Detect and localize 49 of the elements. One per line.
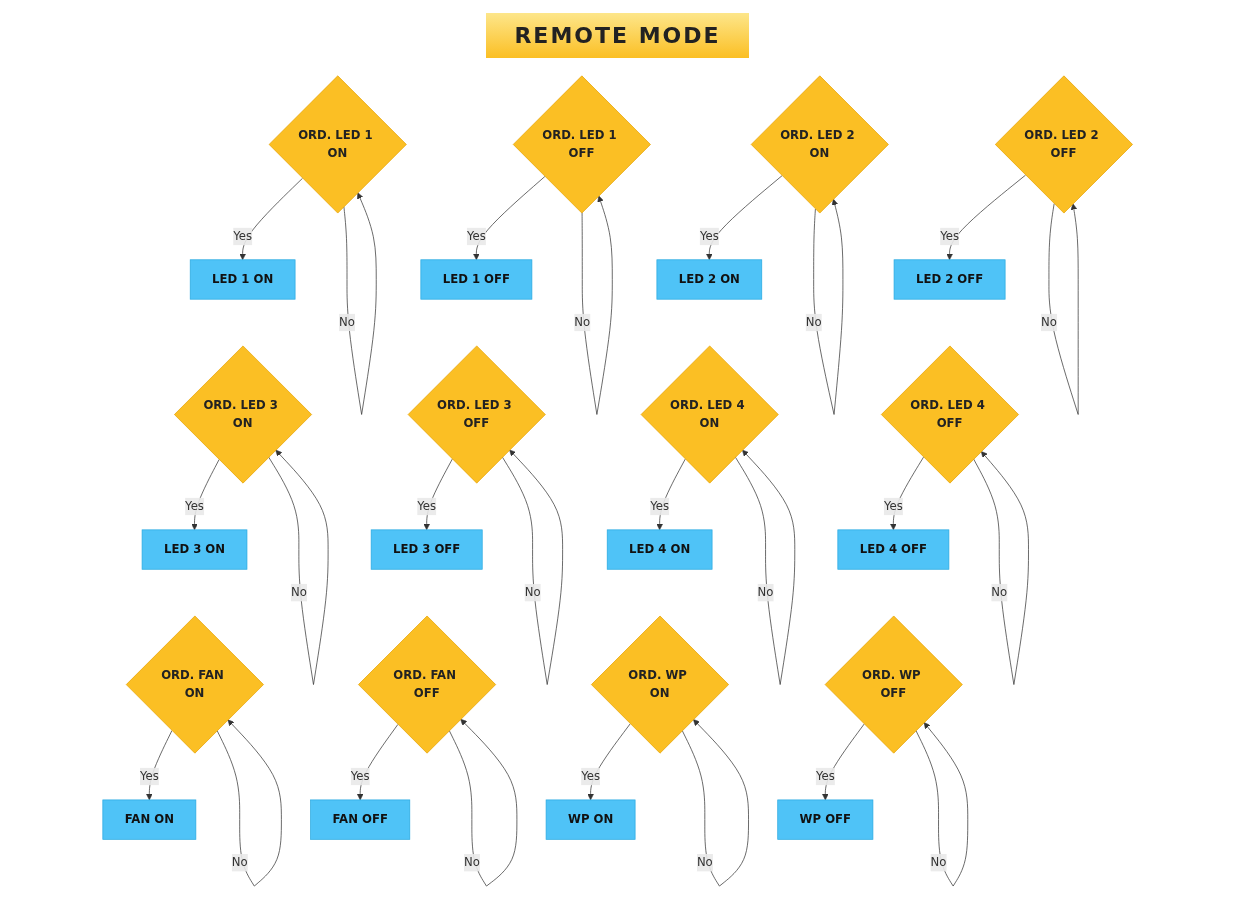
edge-label: Yes	[184, 499, 204, 514]
node-box: LED 2 OFF	[893, 259, 1006, 300]
title-banner: REMOTE MODE	[486, 12, 749, 58]
node-box: LED 1 OFF	[420, 259, 533, 300]
edge-label: No	[991, 585, 1008, 600]
edge-label: No	[463, 855, 480, 870]
node-diamond: ORD. LED 2 ON	[750, 75, 889, 214]
node-box: LED 2 ON	[656, 259, 762, 300]
edge-label: No	[338, 315, 355, 330]
node-diamond: ORD. LED 3 ON	[173, 345, 312, 484]
node-box: LED 3 ON	[141, 529, 248, 570]
node-diamond: ORD. LED 1 OFF	[512, 75, 651, 214]
edge-label: Yes	[466, 229, 486, 243]
node-diamond: ORD. LED 4 OFF	[880, 345, 1019, 484]
node-box: LED 1 ON	[189, 259, 296, 300]
node-box: LED 3 OFF	[370, 529, 483, 570]
edge-label: Yes	[580, 769, 600, 784]
node-box: FAN OFF	[310, 799, 410, 840]
edge-label: No	[290, 585, 307, 600]
node-diamond: ORD. WP OFF	[824, 615, 963, 754]
node-box: WP ON	[545, 799, 636, 840]
node-box: LED 4 ON	[606, 529, 713, 570]
node-diamond: ORD. LED 2 OFF	[994, 75, 1133, 214]
edge-label: No	[805, 315, 822, 330]
node-diamond: ORD. LED 3 OFF	[407, 345, 546, 484]
node-box: FAN ON	[102, 799, 197, 840]
edge-label: Yes	[883, 499, 903, 514]
edge-label: Yes	[815, 769, 835, 784]
edge-label: No	[231, 855, 248, 870]
edge-label: Yes	[350, 769, 370, 784]
node-diamond: ORD. WP ON	[590, 615, 729, 754]
edge-label: No	[1040, 315, 1057, 330]
edge-label: No	[574, 315, 591, 330]
node-box: LED 4 OFF	[837, 529, 950, 570]
edge-label: No	[930, 855, 947, 870]
edge-label: Yes	[417, 499, 436, 514]
node-box: WP OFF	[777, 799, 874, 840]
edge-label: Yes	[233, 229, 252, 243]
node-diamond: ORD. FAN OFF	[357, 615, 496, 754]
edge-label: No	[524, 585, 541, 600]
edge-label: No	[757, 585, 774, 600]
edge-label: No	[696, 855, 713, 870]
node-diamond: ORD. LED 1 ON	[268, 75, 407, 214]
edge-label: Yes	[139, 769, 159, 784]
node-diamond: ORD. LED 4 ON	[640, 345, 779, 484]
edge-label: Yes	[939, 229, 959, 243]
edge-label: Yes	[650, 499, 669, 514]
node-diamond: ORD. FAN ON	[125, 615, 264, 754]
edge-label: Yes	[699, 229, 719, 243]
